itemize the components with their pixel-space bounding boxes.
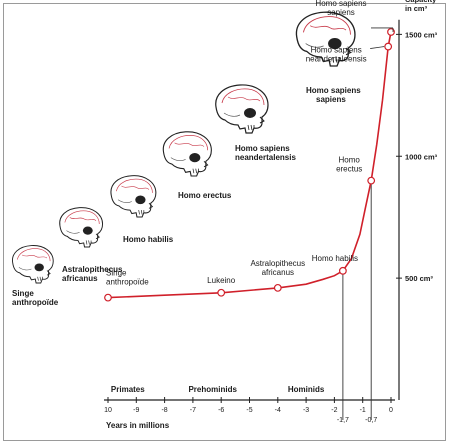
- skull-label-habilis: Homo habilis: [123, 235, 174, 244]
- point-label-0-line-1: anthropoïde: [106, 278, 149, 287]
- leader-neander: [370, 46, 385, 49]
- point-label-3: Homo habilis: [312, 254, 358, 263]
- data-point-4: [367, 176, 376, 185]
- point-label-2-line-1: africanus: [262, 268, 294, 277]
- x-tick-label-9: -1: [360, 407, 366, 414]
- point-label-6-line-0: Homo sapiens: [315, 0, 366, 8]
- data-point-1: [217, 288, 226, 297]
- point-label-0-line-0: Singe: [106, 269, 127, 278]
- skull-australopithecus: [59, 207, 104, 248]
- x-tick-label-3: -7: [190, 407, 196, 414]
- x-tick-label-6: -4: [275, 407, 281, 414]
- skull-habilis: [110, 175, 157, 218]
- skull-singe: [12, 245, 54, 284]
- data-point-5: [384, 42, 393, 51]
- y-tick-label-1: 1000 cm³: [405, 152, 438, 161]
- point-label-5-line-0: Homo sapiens: [311, 46, 362, 55]
- point-label-3-line-0: Homo habilis: [312, 254, 358, 263]
- data-point-3: [338, 266, 347, 275]
- era-label-2: Hominids: [288, 385, 325, 394]
- skull-neandertalensis: [215, 84, 269, 134]
- x-tick-label-5: -5: [246, 407, 252, 414]
- era-label-0: Primates: [111, 385, 145, 394]
- x-mark-label-1: -0,7: [365, 417, 377, 424]
- era-label-1: Prehominids: [188, 385, 237, 394]
- data-point-0: [104, 293, 112, 302]
- x-tick-label-0: 10: [104, 407, 112, 414]
- y-axis-title-line-1: in cm³: [405, 4, 428, 13]
- x-tick-label-1: -9: [133, 407, 139, 414]
- point-label-2-line-0: Astralopithecus: [250, 259, 305, 268]
- point-label-6-line-1: sapiens: [327, 8, 355, 17]
- data-point-2: [273, 283, 282, 292]
- capacity-curve: [107, 31, 392, 299]
- point-label-4-line-0: Homo: [339, 156, 361, 165]
- x-tick-label-7: -3: [303, 407, 309, 414]
- y-tick-label-2: 1500 cm³: [405, 30, 438, 39]
- x-tick-label-2: -8: [161, 407, 167, 414]
- point-label-1-line-0: Lukeino: [207, 276, 236, 285]
- x-axis-title: Years in millions: [106, 421, 170, 430]
- point-label-5-line-1: neandertaleensis: [306, 55, 367, 64]
- skull-erectus: [162, 131, 212, 177]
- y-tick-label-0: 500 cm³: [405, 274, 433, 283]
- curve-layer: [107, 31, 392, 299]
- x-tick-label-8: -2: [331, 407, 337, 414]
- y-axis-title-line-0: Capacity: [405, 0, 437, 4]
- x-tick-label-4: -6: [218, 407, 224, 414]
- x-tick-label-10: 0: [389, 407, 393, 414]
- point-layer: [104, 28, 395, 302]
- skull-label-erectus: Homo erectus: [178, 191, 232, 200]
- point-label-1: Lukeino: [207, 276, 236, 285]
- point-label-4-line-1: erectus: [336, 165, 362, 174]
- x-mark-label-0: -1,7: [337, 417, 349, 424]
- y-axis-title: Capacityin cm³: [405, 0, 437, 13]
